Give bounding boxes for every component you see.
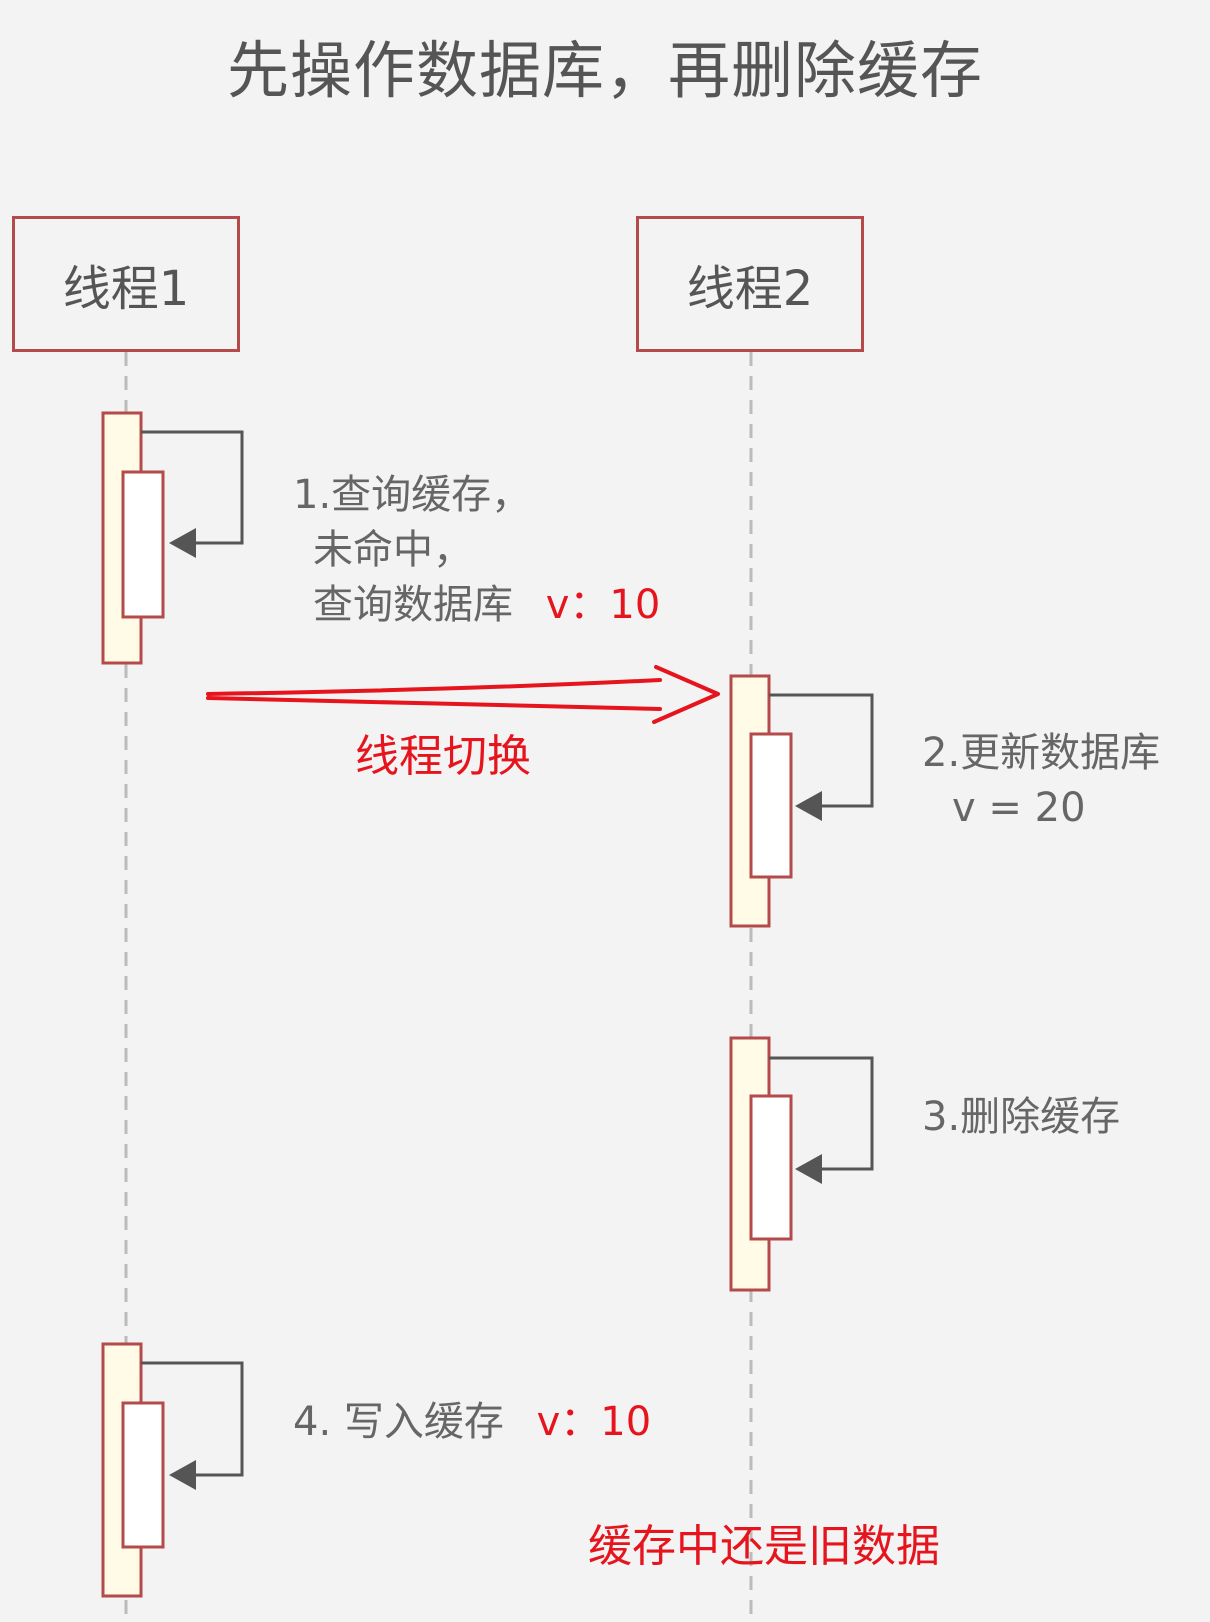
participant-thread-2: 线程2: [636, 216, 864, 352]
participant-thread-1: 线程1: [12, 216, 240, 352]
step-3-label: 3.删除缓存: [922, 1090, 1120, 1145]
step-2-line-2: v = 20: [952, 785, 1086, 831]
step-2-label: 2.更新数据库 v = 20: [922, 726, 1160, 836]
step-1-label: 1.查询缓存， 未命中， 查询数据库 v：10: [293, 468, 660, 633]
thread-switch-arrow: [206, 665, 720, 724]
activation-step-1: [101, 411, 244, 665]
step-1-line-2: 未命中，: [313, 527, 473, 573]
activation-step-2: [729, 674, 874, 928]
step-1-line-1: 1.查询缓存，: [293, 472, 532, 518]
diagram-title: 先操作数据库，再删除缓存: [226, 34, 983, 107]
self-call-arrow: [141, 1361, 244, 1490]
step-2-line-1: 2.更新数据库: [922, 730, 1161, 776]
self-call-arrow: [141, 430, 244, 558]
step-1-value: v：10: [545, 582, 661, 628]
self-call-arrow: [769, 1056, 874, 1184]
self-call-arrow: [769, 693, 874, 821]
step-4-label: 4. 写入缓存 v：10: [293, 1395, 651, 1450]
step-1-line-3: 查询数据库: [313, 582, 513, 628]
activation-step-4: [101, 1342, 244, 1598]
activation-step-3: [729, 1036, 874, 1292]
participant-label: 线程2: [686, 261, 814, 317]
participant-label: 线程1: [62, 261, 190, 317]
stale-cache-note: 缓存中还是旧数据: [588, 1521, 940, 1572]
step-4-value: v：10: [536, 1399, 652, 1445]
step-3-line-1: 3.删除缓存: [922, 1094, 1121, 1140]
thread-switch-label: 线程切换: [355, 731, 531, 782]
step-4-line-1: 4. 写入缓存: [293, 1399, 504, 1445]
